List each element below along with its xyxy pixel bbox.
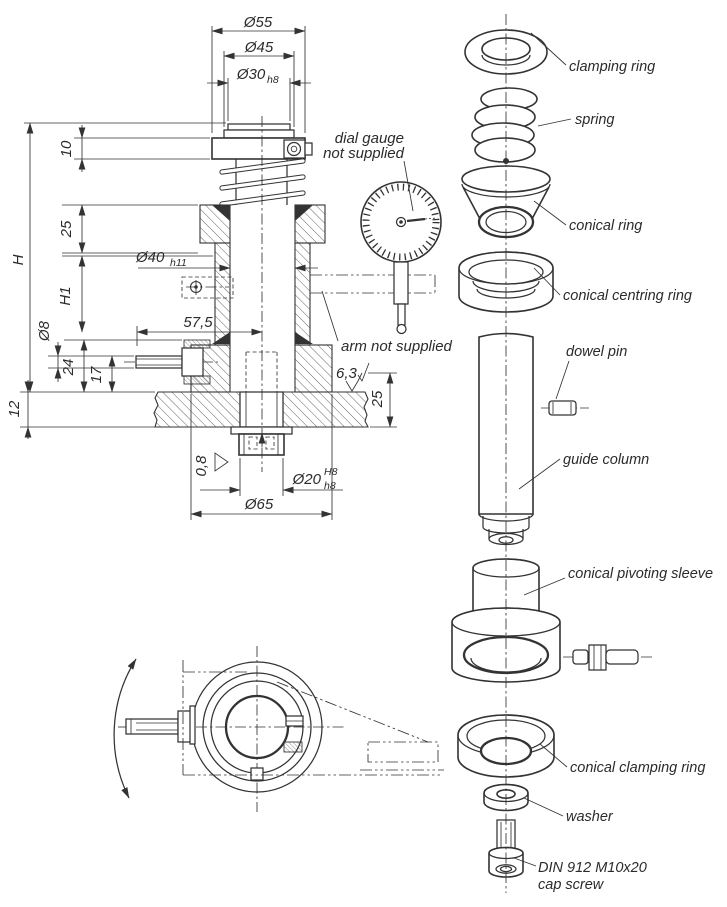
dim-6-3: 6,3 bbox=[336, 365, 358, 382]
surface-finish-icon bbox=[345, 372, 363, 392]
note-arm: arm not supplied bbox=[341, 338, 453, 355]
dim-dia40: Ø40 bbox=[135, 249, 165, 266]
label-cap-screw-line1: DIN 912 M10x20 bbox=[538, 860, 647, 876]
dim-25: 25 bbox=[58, 220, 75, 238]
label-conical-clamping-ring: conical clamping ring bbox=[570, 760, 705, 776]
label-dowel-pin: dowel pin bbox=[566, 344, 627, 360]
part-spring bbox=[471, 87, 538, 164]
dim-dia20-tol-lower: h8 bbox=[324, 480, 336, 492]
front-view-assembly bbox=[124, 123, 369, 456]
front-view: Ø55 Ø45 Ø30 h8 H 10 25 H1 Ø8 24 17 12 Ø4… bbox=[6, 14, 453, 520]
note-dial-gauge-1: dial gauge bbox=[335, 130, 404, 147]
dim-dia20: Ø20 bbox=[292, 471, 322, 488]
part-dowel-pin bbox=[541, 400, 589, 416]
label-conical-pivoting-sleeve: conical pivoting sleeve bbox=[568, 566, 713, 582]
dim-dia55: Ø55 bbox=[243, 14, 273, 31]
dim-dia40-tol: h11 bbox=[170, 257, 187, 269]
label-conical-ring: conical ring bbox=[569, 218, 642, 234]
dim-H: H bbox=[10, 254, 27, 265]
dim-25-right: 25 bbox=[369, 390, 386, 408]
label-clamping-ring: clamping ring bbox=[569, 59, 655, 75]
dim-dia45: Ø45 bbox=[244, 39, 274, 56]
dim-H1: H1 bbox=[57, 286, 74, 305]
dim-dia30: Ø30 bbox=[236, 66, 266, 83]
dim-dia65: Ø65 bbox=[244, 496, 274, 513]
dim-0-8: 0,8 bbox=[193, 455, 210, 477]
note-dial-gauge-2: not supplied bbox=[323, 145, 405, 162]
roughness-triangle-icon bbox=[214, 452, 229, 472]
dim-12: 12 bbox=[6, 400, 23, 417]
label-spring: spring bbox=[575, 112, 615, 128]
leader-lines bbox=[513, 32, 572, 867]
roughness-check-icon bbox=[357, 362, 370, 382]
label-washer: washer bbox=[566, 809, 614, 825]
part-clamp-screw-side bbox=[563, 644, 653, 671]
dim-17: 17 bbox=[88, 366, 105, 383]
dim-57-5: 57,5 bbox=[183, 314, 213, 331]
label-conical-centring-ring: conical centring ring bbox=[563, 288, 692, 304]
label-cap-screw-line2: cap screw bbox=[538, 877, 605, 893]
exploded-view: clamping ring spring conical ring conica… bbox=[451, 14, 713, 893]
front-view-dimensions bbox=[20, 26, 414, 520]
rotation-arrow-icon bbox=[113, 658, 137, 799]
dim-dia8: Ø8 bbox=[36, 320, 53, 342]
dim-dia20-tol-upper: H8 bbox=[324, 466, 338, 478]
top-view bbox=[113, 646, 444, 812]
part-clamping-ring bbox=[464, 29, 548, 75]
dim-dia30-tol: h8 bbox=[267, 74, 279, 86]
arm-phantom bbox=[310, 274, 436, 294]
label-guide-column: guide column bbox=[563, 452, 649, 468]
dial-gauge bbox=[360, 181, 442, 335]
dim-10: 10 bbox=[58, 140, 75, 157]
dim-24: 24 bbox=[60, 359, 77, 377]
